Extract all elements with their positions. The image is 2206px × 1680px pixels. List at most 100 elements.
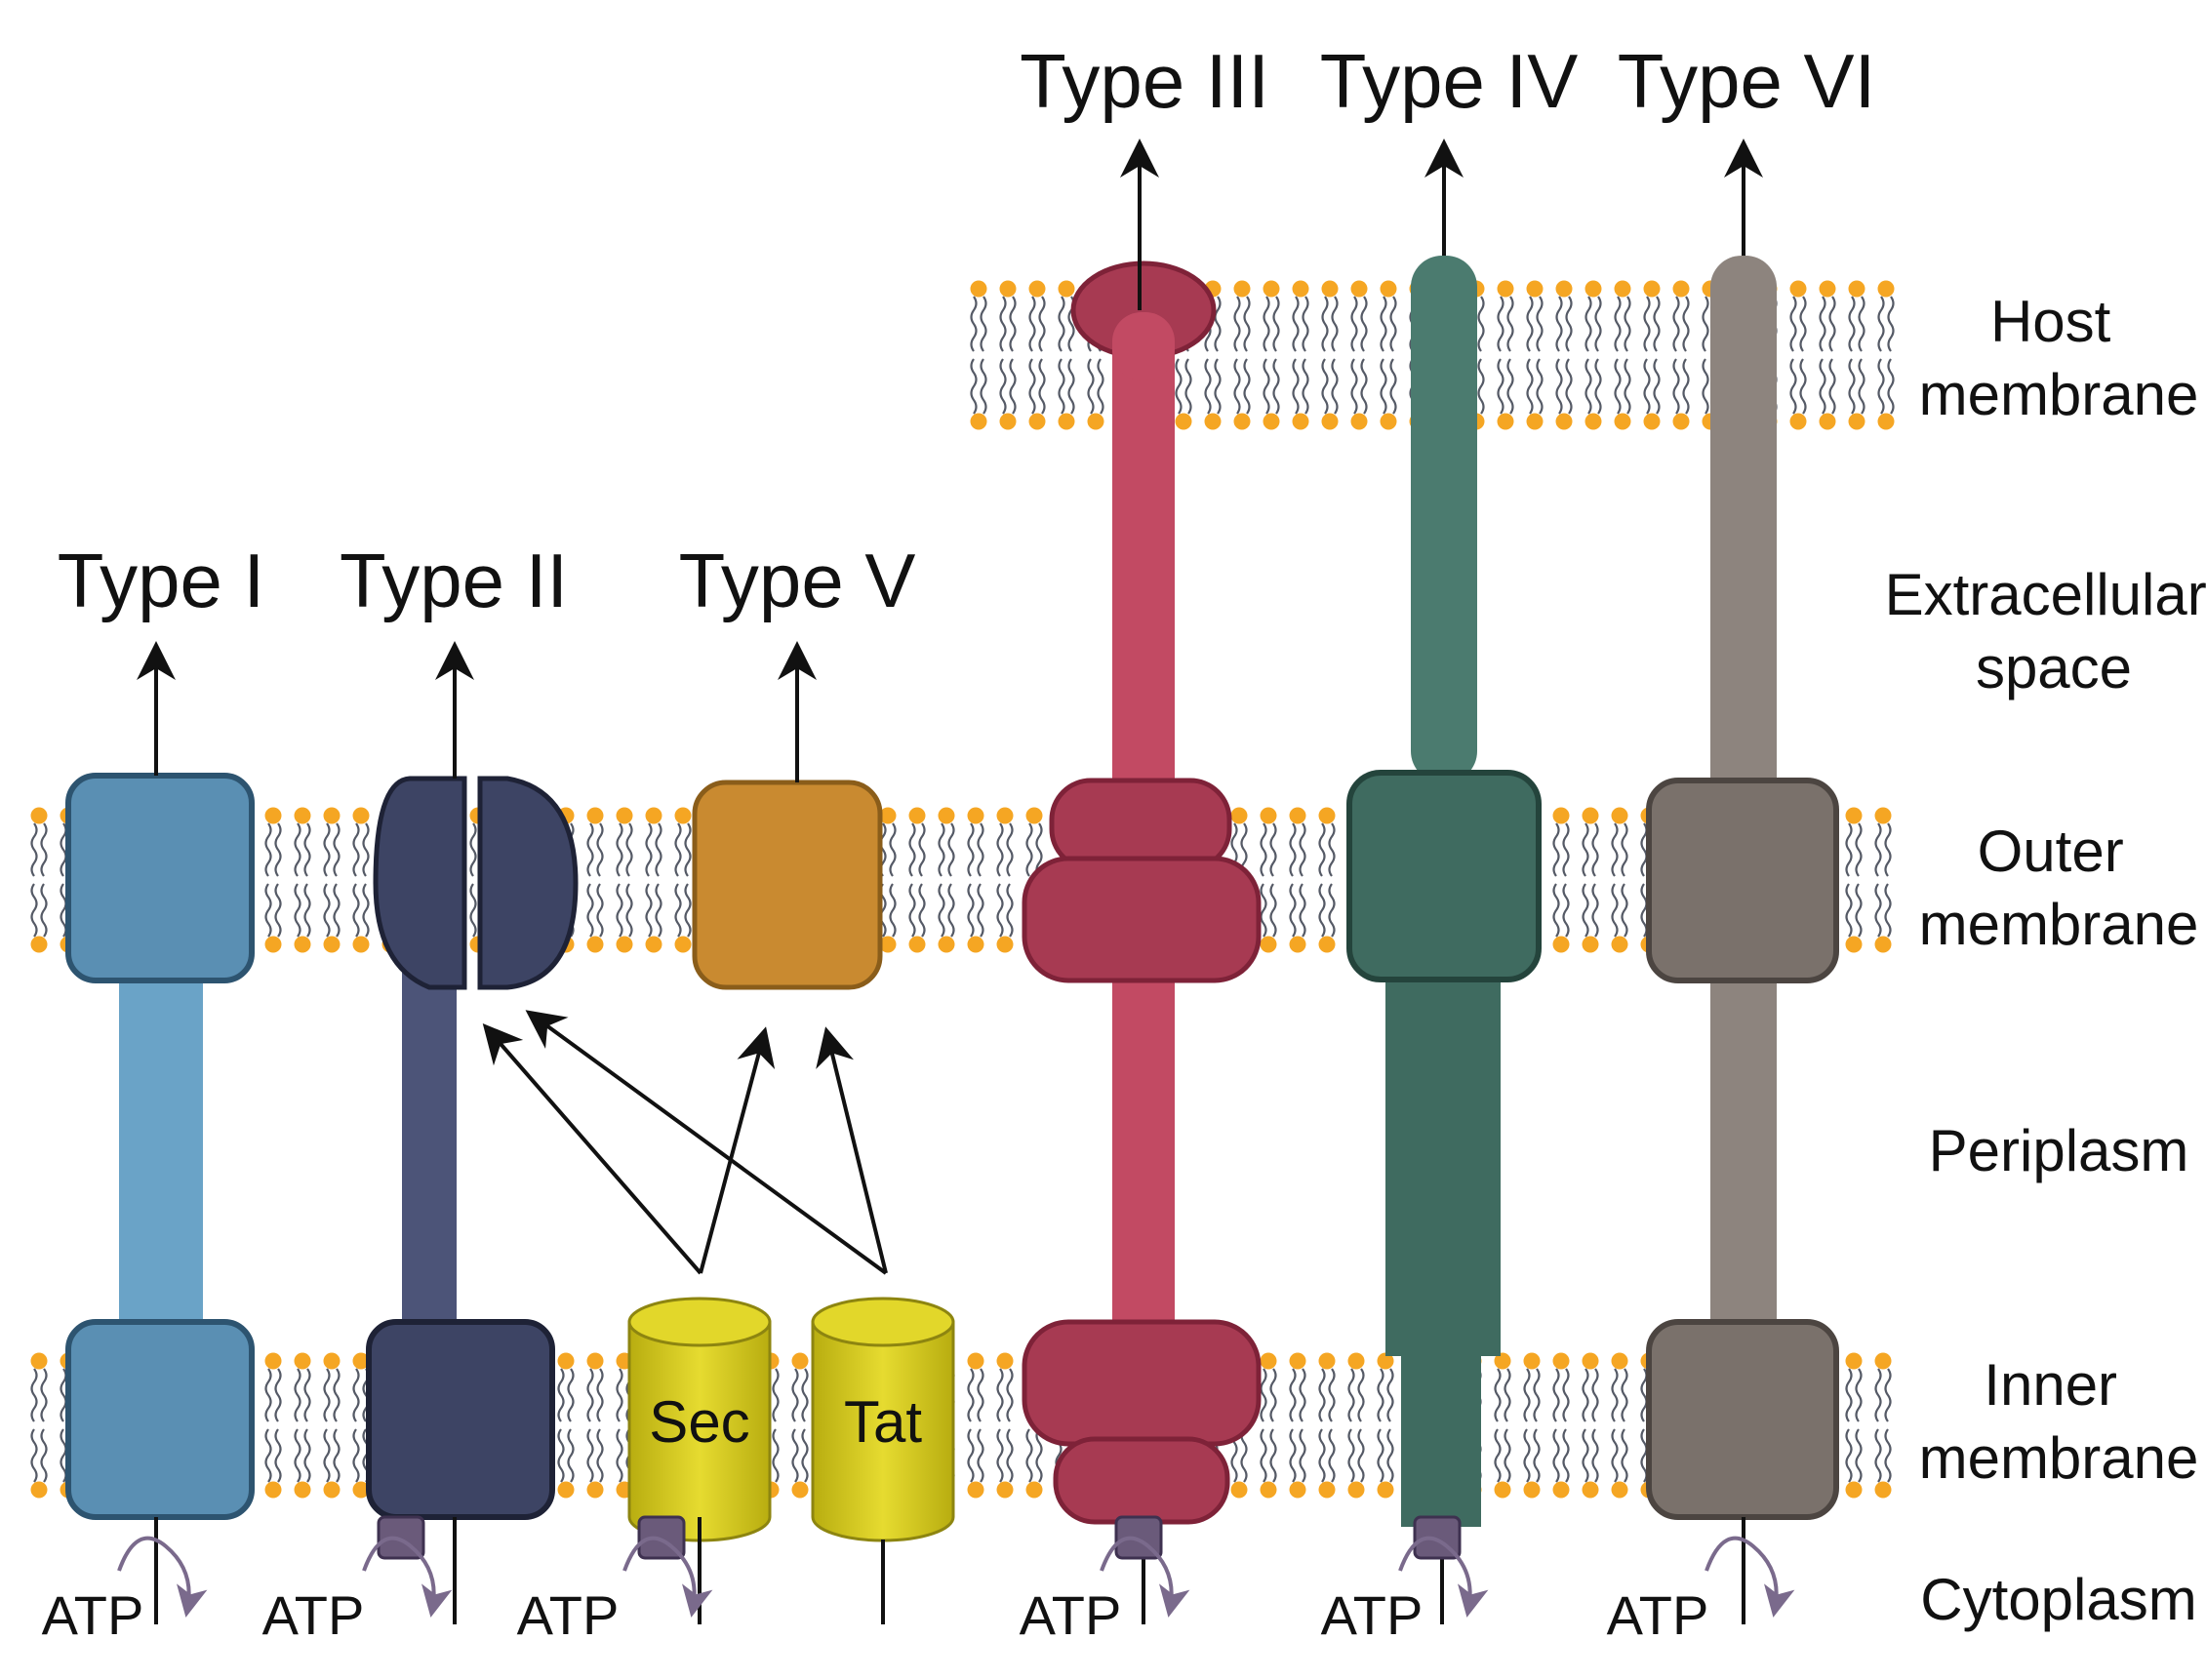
cytoplasm-label: Cytoplasm (1920, 1567, 2196, 1632)
lipid-tail (1386, 1368, 1394, 1422)
lipid-tail (1318, 822, 1326, 877)
type2-atp-marker: ATP (262, 1515, 457, 1646)
sec-hydrolysis-arrow (622, 1536, 713, 1618)
lipid-head (1028, 280, 1046, 298)
lipid-tail (557, 1368, 565, 1422)
lipid-tail (469, 822, 477, 877)
lipid-tail (294, 1368, 301, 1422)
lipid-tail (1848, 358, 1856, 415)
lipid-head (1643, 413, 1661, 430)
lipid-tail (1377, 1428, 1384, 1483)
lipid-tail (1621, 822, 1628, 877)
lipid-tail (625, 822, 633, 877)
lipid-tail (1845, 883, 1853, 938)
type1-system: Type I (58, 538, 264, 1520)
type4-title: Type IV (1320, 38, 1578, 124)
lipid-head (586, 936, 604, 953)
lipid-tail (947, 822, 955, 877)
lipid-tail (352, 883, 360, 938)
lipid-tail (1299, 822, 1306, 877)
lipid-tail (791, 1428, 799, 1483)
lipid-tail (264, 883, 272, 938)
type4-atp-label: ATP (1321, 1584, 1424, 1646)
lipid-tail (1582, 1368, 1589, 1422)
lipid-tail (772, 1428, 780, 1483)
lipid-tail (1260, 822, 1267, 877)
lipid-tail (1614, 358, 1622, 415)
lipid-tail (1552, 822, 1560, 877)
lipid-tail (980, 358, 987, 415)
lipid-tail (1328, 1428, 1336, 1483)
lipid-tail (801, 1428, 809, 1483)
lipid-tail (918, 822, 926, 877)
lipid-tail (40, 1368, 48, 1422)
lipid-tail (1887, 296, 1895, 352)
lipid-tail (1640, 1428, 1648, 1483)
lipid-tail (1477, 358, 1485, 415)
lipid-tail (586, 1368, 594, 1422)
tat-channel: Tat (811, 1297, 955, 1542)
lipid-tail (1552, 883, 1560, 938)
lipid-tail (1565, 358, 1573, 415)
lipid-tail (1269, 883, 1277, 938)
sec-cylinder-body (627, 1320, 772, 1542)
lipid-head (1025, 807, 1043, 824)
lipid-tail (264, 822, 272, 877)
lipid-tail (1269, 1368, 1277, 1422)
lipid-head (996, 1481, 1014, 1499)
lipid-tail (1887, 358, 1895, 415)
type4-system: Type IV (1320, 38, 1578, 1527)
lipid-tail (1087, 358, 1095, 415)
lipid-head (264, 936, 282, 953)
lipid-tail (1006, 822, 1014, 877)
lipid-head (1350, 413, 1368, 430)
lipid-head (879, 807, 897, 824)
lipid-head (1289, 936, 1306, 953)
lipid-tail (1643, 296, 1651, 352)
lipid-tail (352, 822, 360, 877)
lipid-head (294, 1481, 311, 1499)
lipid-tail (655, 822, 662, 877)
lipid-head (1058, 413, 1075, 430)
lipid-head (967, 807, 984, 824)
lipid-tail (967, 822, 975, 877)
lipid-tail (294, 1428, 301, 1483)
lipid-tail (1789, 296, 1797, 352)
lipid-tail (586, 1428, 594, 1483)
lipid-tail (1594, 296, 1602, 352)
lipid-head (1260, 1352, 1277, 1370)
lipid-tail (1328, 1368, 1336, 1422)
lipid-tail (1292, 296, 1300, 352)
lipid-tail (1643, 358, 1651, 415)
lipid-tail (645, 822, 653, 877)
lipid-head (1233, 280, 1251, 298)
lipid-tail (30, 1428, 38, 1483)
lipid-tail (1819, 358, 1826, 415)
lipid-head (1058, 280, 1075, 298)
type4-core-column (1385, 966, 1501, 1356)
lipid-tail (1828, 358, 1836, 415)
lipid-tail (323, 883, 331, 938)
type2-atp-label: ATP (262, 1584, 365, 1646)
lipid-tail (1884, 883, 1892, 938)
lipid-head (352, 1352, 370, 1370)
lipid-head (1643, 280, 1661, 298)
lipid-tail (684, 883, 692, 938)
lipid-tail (1621, 1428, 1628, 1483)
lipid-tail (1204, 358, 1212, 415)
lipid-tail (274, 822, 282, 877)
lipid-tail (1504, 1368, 1511, 1422)
lipid-head (30, 1481, 48, 1499)
lipid-tail (60, 822, 67, 877)
lipid-head (616, 936, 633, 953)
lipid-head (1874, 1481, 1892, 1499)
lipid-tail (1214, 358, 1222, 415)
lipid-tail (1591, 1428, 1599, 1483)
lipid-head (294, 1352, 311, 1370)
lipid-head (1789, 413, 1807, 430)
type5-system: Type V (679, 538, 915, 990)
lipid-head (30, 807, 48, 824)
lipid-tail (30, 883, 38, 938)
lipid-head (999, 413, 1017, 430)
